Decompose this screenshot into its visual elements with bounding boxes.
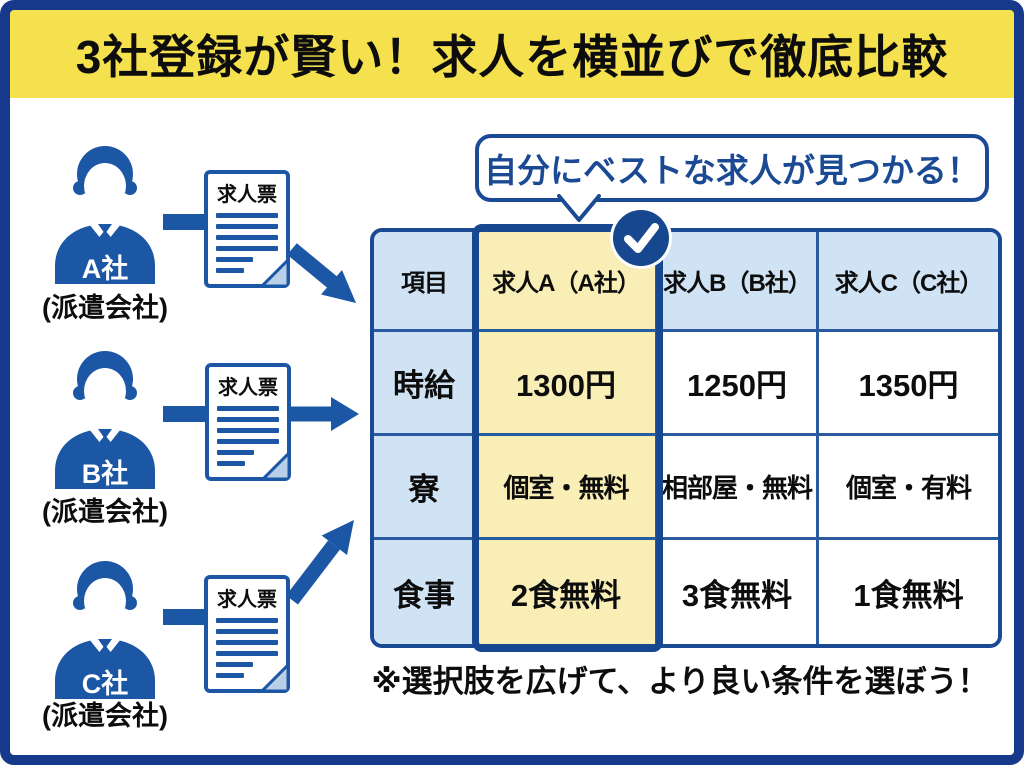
agency-a-name: A社: [81, 254, 129, 284]
table-grid: 項目 求人A（A社） 求人B（B社） 求人C（C社） 時給 1300円 1250…: [370, 228, 1002, 648]
cell-meals-job-b: 3食無料: [658, 540, 819, 644]
person-c-icon: [55, 561, 155, 699]
job-ticket-c: 求人票: [204, 575, 290, 693]
row-label-meals: 食事: [374, 540, 477, 644]
column-header-job-a: 求人A（A社）: [477, 232, 658, 332]
callout-bubble: 自分にベストな求人が見つかる！: [475, 134, 989, 222]
callout-text: 自分にベストな求人が見つかる！: [484, 152, 980, 189]
title-banner: 3社登録が賢い！求人を横並びで徹底比較: [10, 10, 1014, 98]
bubble-tail-icon: [557, 194, 601, 222]
job-ticket-a: 求人票: [204, 170, 290, 288]
folded-corner-icon: [263, 453, 289, 479]
check-badge: [613, 210, 669, 266]
job-ticket-b-label: 求人票: [218, 377, 278, 399]
arrow-c-icon: [163, 520, 354, 625]
person-a-icon: [55, 146, 155, 284]
document-lines: [209, 400, 287, 466]
footnote-text: ※選択肢を広げて、より良い条件を選ぼう！: [371, 664, 989, 699]
job-ticket-a-label: 求人票: [217, 184, 277, 206]
document-lines: [208, 207, 286, 273]
cell-meals-job-a: 2食無料: [477, 540, 658, 644]
cell-wage-job-c: 1350円: [819, 332, 998, 436]
column-header-job-c: 求人C（C社）: [819, 232, 998, 332]
cell-wage-job-b: 1250円: [658, 332, 819, 436]
cell-dorm-job-a: 個室・無料: [477, 436, 658, 540]
row-label-dormitory: 寮: [374, 436, 477, 540]
folded-corner-icon: [262, 260, 288, 286]
comparison-table: 項目 求人A（A社） 求人B（B社） 求人C（C社） 時給 1300円 1250…: [370, 224, 1002, 652]
agency-a-type-label: (派遣会社): [42, 293, 168, 323]
arrow-b-icon: [163, 397, 359, 431]
checkmark-icon: [624, 223, 659, 253]
cell-dorm-job-c: 個室・有料: [819, 436, 998, 540]
cell-dorm-job-b: 相部屋・無料: [658, 436, 819, 540]
person-b-icon: [55, 351, 155, 489]
folded-corner-icon: [262, 665, 288, 691]
row-label-hourly-wage: 時給: [374, 332, 477, 436]
cell-meals-job-c: 1食無料: [819, 540, 998, 644]
agency-b-name: B社: [81, 459, 129, 489]
agency-c-name: C社: [81, 669, 129, 699]
document-lines: [208, 612, 286, 678]
job-ticket-b: 求人票: [205, 363, 291, 481]
agency-c-type-label: (派遣会社): [42, 701, 168, 731]
job-ticket-c-label: 求人票: [217, 589, 277, 611]
arrow-a-icon: [163, 214, 356, 303]
column-header-job-b: 求人B（B社）: [658, 232, 819, 332]
cell-wage-job-a: 1300円: [477, 332, 658, 436]
page-title: 3社登録が賢い！求人を横並びで徹底比較: [75, 31, 949, 83]
agency-b-type-label: (派遣会社): [42, 497, 168, 527]
column-header-item: 項目: [374, 232, 477, 332]
